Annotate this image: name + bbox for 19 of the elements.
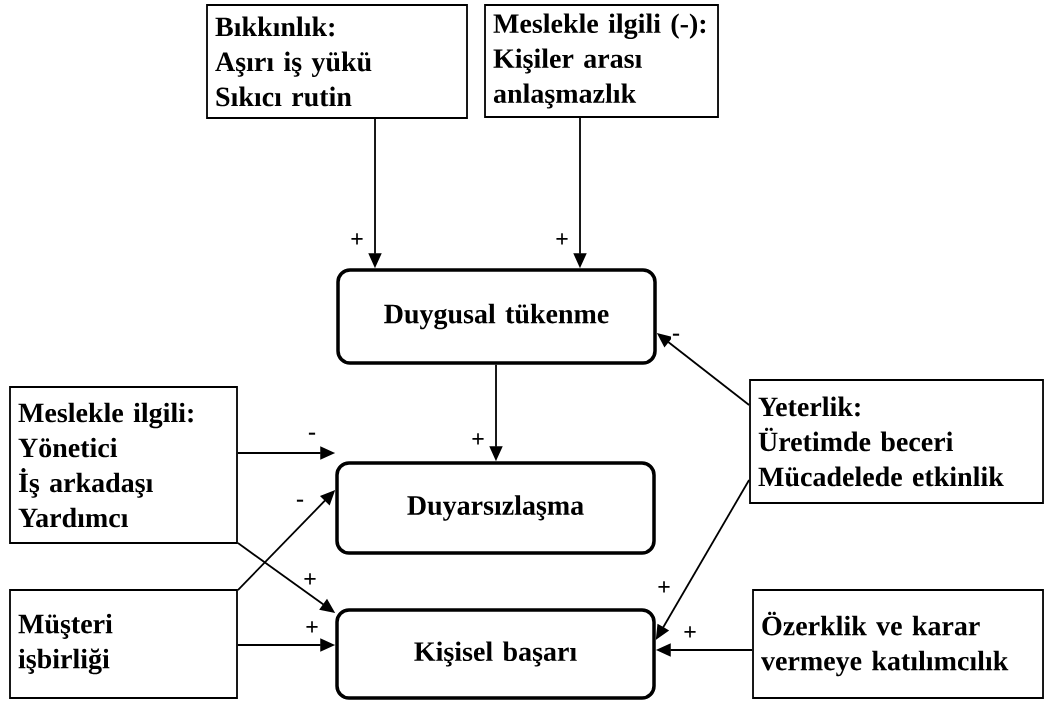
- edge-label: +: [349, 232, 365, 248]
- text-box: Özerklik ve karar vermeye katılımcılık: [752, 589, 1044, 699]
- edge-label: -: [307, 431, 317, 441]
- rounded-box: Duygusal tükenme: [336, 268, 657, 365]
- text-box: Müşteri işbirliği: [9, 589, 238, 699]
- rounded-box: Kişisel başarı: [335, 608, 656, 700]
- text-box: Meslekle ilgili (-): Kişiler arası anlaşmazlık: [484, 4, 719, 118]
- edge-label: +: [682, 625, 698, 641]
- text-box: Bıkkınlık: Aşırı iş yükü Sıkıcı rutin: [206, 4, 468, 119]
- edge-label: -: [295, 498, 305, 508]
- edge-label: +: [470, 432, 486, 448]
- edge-label: +: [302, 572, 318, 588]
- text-box: Meslekle ilgili: Yönetici İş arkadaşı Yardımcı: [9, 386, 238, 544]
- edge-label: +: [304, 620, 320, 636]
- edge-label: -: [671, 332, 681, 342]
- text-box: Yeterlik: Üretimde beceri Mücadelede etkinlik: [749, 379, 1044, 504]
- rounded-box: Duyarsızlaşma: [335, 461, 656, 555]
- edge-label: +: [554, 232, 570, 248]
- edge-label: +: [656, 580, 672, 596]
